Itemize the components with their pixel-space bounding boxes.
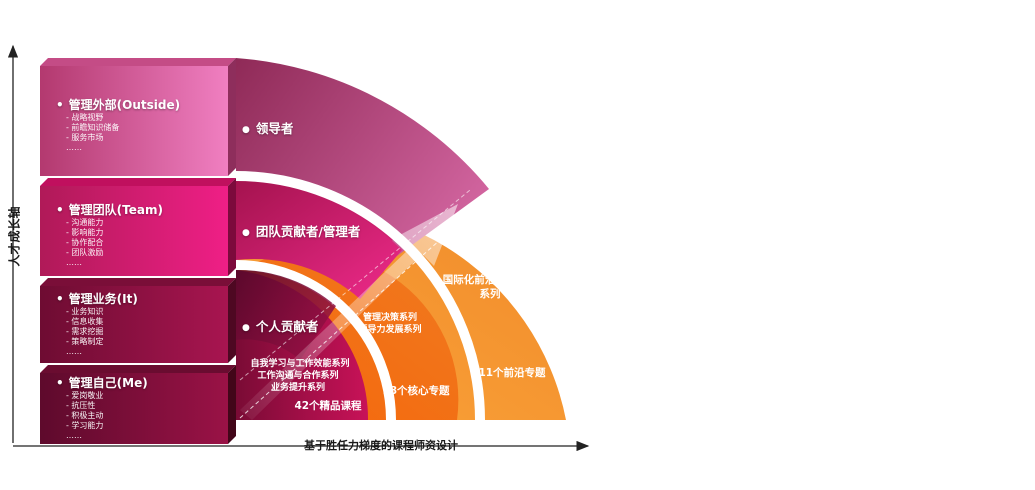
block-item: - 需求挖掘 — [66, 327, 104, 336]
block-item: - 信息收集 — [66, 317, 104, 326]
block-item: - 服务市场 — [66, 133, 104, 142]
block-item: - 协作配合 — [66, 238, 104, 247]
course-inner-count: 42个精品课程 — [294, 400, 362, 412]
course-middle-line: 领导力发展系列 — [358, 325, 422, 335]
block-item: - 战略视野 — [66, 113, 104, 122]
block-more: …… — [66, 431, 82, 440]
block-outside: 管理外部(Outside) - 战略视野 - 前瞻知识储备 - 服务市场 …… — [56, 96, 180, 153]
block-item: - 团队激励 — [66, 248, 104, 257]
block-title: 管理外部(Outside) — [56, 96, 180, 113]
course-middle-line: 管理决策系列 — [362, 313, 417, 323]
course-outer-count: 11个前沿专题 — [478, 367, 546, 379]
block-team: 管理团队(Team) - 沟通能力 - 影响能力 - 协作配合 - 团队激励 …… — [56, 201, 163, 268]
block-title: 管理团队(Team) — [56, 201, 163, 218]
course-inner-line: 工作沟通与合作系列 — [257, 371, 339, 381]
separator-outer — [235, 171, 485, 421]
block-more: …… — [66, 347, 82, 356]
block-item: - 学习能力 — [66, 421, 104, 430]
course-inner-line: 自我学习与工作效能系列 — [250, 359, 350, 369]
block-title: 管理自己(Me) — [56, 374, 148, 391]
block-item: - 影响能力 — [66, 228, 104, 237]
course-outer-line: 国际化前沿商业引领 — [442, 274, 538, 286]
arc-individual-dark — [236, 269, 336, 420]
block-item: - 沟通能力 — [66, 218, 104, 227]
growth-arrow — [240, 204, 458, 420]
block-business: 管理业务(It) - 业务知识 - 信息收集 - 需求挖掘 - 策略制定 …… — [56, 290, 138, 357]
y-axis-title: 人才成长轴 — [7, 206, 22, 267]
x-axis-title: 基于胜任力梯度的课程师资设计 — [304, 439, 458, 452]
block-item: - 抗压性 — [66, 401, 96, 410]
guide-dashed-2 — [239, 189, 471, 381]
course-middle-count: 18个核心专题 — [382, 385, 450, 397]
block-item: - 积极主动 — [66, 411, 104, 420]
block-self: 管理自己(Me) - 爱岗敬业 - 抗压性 - 积极主动 - 学习能力 …… — [56, 374, 148, 441]
level-leader: 领导者 — [242, 118, 294, 137]
course-outer-line: 系列 — [479, 288, 501, 300]
level-individual: 个人贡献者 — [242, 316, 319, 335]
block-more: …… — [66, 258, 82, 267]
block-item: - 爱岗敬业 — [66, 391, 104, 400]
block-more: …… — [66, 143, 82, 152]
guide-dashed-1 — [239, 189, 497, 419]
block-outside-shape — [40, 58, 236, 176]
block-item: - 业务知识 — [66, 307, 104, 316]
block-item: - 前瞻知识储备 — [66, 123, 120, 132]
block-title: 管理业务(It) — [56, 290, 138, 307]
block-item: - 策略制定 — [66, 337, 104, 346]
course-inner-line: 业务提升系列 — [270, 383, 325, 393]
arc-team-fill — [236, 182, 402, 299]
level-team-manager: 团队贡献者/管理者 — [242, 221, 361, 240]
